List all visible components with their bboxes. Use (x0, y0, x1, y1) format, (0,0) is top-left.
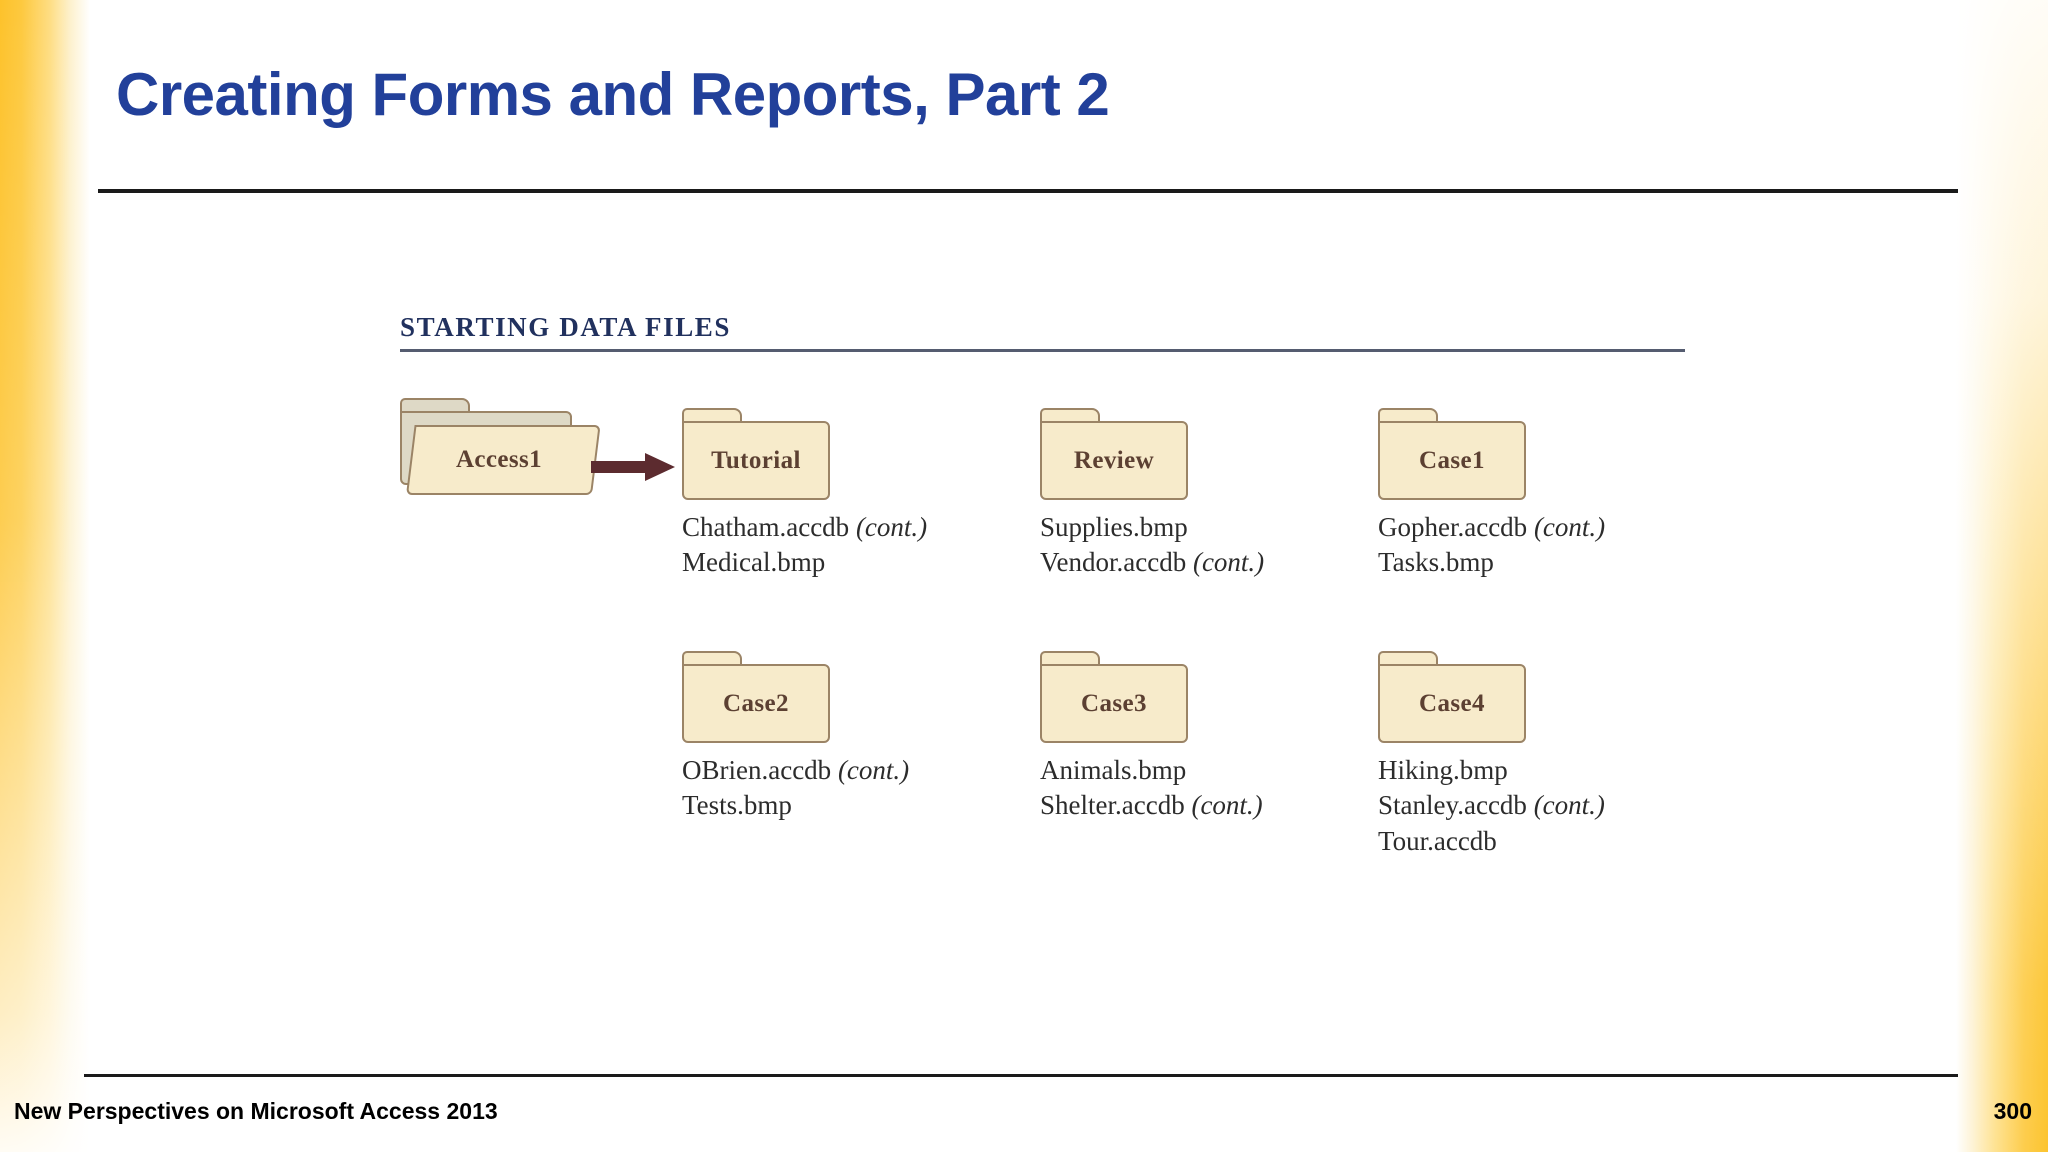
file-name: OBrien.accdb (682, 755, 832, 785)
file-list: Chatham.accdb (cont.) Medical.bmp (682, 510, 927, 581)
file-name: Animals.bmp (1040, 755, 1187, 785)
folder-tab-icon (1378, 651, 1438, 667)
folder-tab-icon (682, 408, 742, 424)
list-item: Tour.accdb (1378, 824, 1605, 859)
file-list: OBrien.accdb (cont.) Tests.bmp (682, 753, 909, 824)
list-item: OBrien.accdb (cont.) (682, 753, 909, 788)
page-title: Creating Forms and Reports, Part 2 (116, 61, 1110, 128)
file-name: Shelter.accdb (1040, 790, 1185, 821)
folder-label: Case1 (1419, 446, 1485, 474)
folder-body-icon (1040, 664, 1188, 743)
folder-label: Tutorial (711, 446, 801, 474)
list-item: Tests.bmp (682, 788, 909, 823)
list-item: Chatham.accdb (cont.) (682, 510, 927, 545)
folder-case3[interactable]: Case3 (1040, 651, 1188, 743)
folder-cell-case1: Case1 Gopher.accdb (cont.) Tasks.bmp (1378, 408, 1605, 581)
file-name: Chatham.accdb (682, 512, 850, 542)
folder-case1[interactable]: Case1 (1378, 408, 1526, 500)
folder-tab-icon (1040, 408, 1100, 424)
page-number: 300 (1993, 1098, 2032, 1124)
folder-label: Case4 (1419, 689, 1485, 717)
folder-label: Access1 (455, 446, 543, 473)
file-list: Animals.bmp Shelter.accdb (cont.) (1040, 753, 1263, 824)
folder-back-tab-icon (400, 398, 470, 414)
file-note: (cont.) (855, 512, 928, 542)
list-item: Shelter.accdb (cont.) (1040, 788, 1263, 823)
list-item: Vendor.accdb (cont.) (1040, 545, 1264, 580)
folder-label: Case3 (1081, 689, 1147, 717)
file-name: Gopher.accdb (1378, 512, 1528, 542)
folder-body-icon (1040, 421, 1188, 500)
file-name: Tests.bmp (682, 790, 792, 821)
file-note: (cont.) (1191, 790, 1263, 821)
list-item: Stanley.accdb (cont.) (1378, 788, 1605, 823)
file-name: Tasks.bmp (1378, 547, 1494, 578)
list-item: Tasks.bmp (1378, 545, 1605, 580)
folder-cell-case2: Case2 OBrien.accdb (cont.) Tests.bmp (682, 651, 909, 824)
folder-cell-case4: Case4 Hiking.bmp Stanley.accdb (cont.) T… (1378, 651, 1605, 859)
file-list: Gopher.accdb (cont.) Tasks.bmp (1378, 510, 1605, 581)
file-list: Supplies.bmp Vendor.accdb (cont.) (1040, 510, 1264, 581)
list-item: Supplies.bmp (1040, 510, 1264, 545)
folder-tab-icon (1378, 408, 1438, 424)
list-item: Hiking.bmp (1378, 753, 1605, 788)
folder-tab-icon (1040, 651, 1100, 667)
file-note: (cont.) (1533, 790, 1605, 821)
arrow-shaft (591, 461, 649, 473)
file-note: (cont.) (837, 755, 910, 785)
folder-label: Review (1073, 446, 1155, 474)
folder-label: Case2 (723, 689, 789, 717)
folder-body-icon (682, 664, 830, 743)
list-item: Animals.bmp (1040, 753, 1263, 788)
folder-body-icon (682, 421, 830, 500)
folder-body-icon (1378, 664, 1526, 743)
arrow-head (645, 453, 675, 481)
file-list: Hiking.bmp Stanley.accdb (cont.) Tour.ac… (1378, 753, 1605, 859)
file-name: Vendor.accdb (1040, 547, 1187, 578)
folder-review[interactable]: Review (1040, 408, 1188, 500)
file-note: (cont.) (1192, 547, 1265, 578)
folder-tutorial[interactable]: Tutorial (682, 408, 830, 500)
file-name: Tour.accdb (1378, 825, 1497, 856)
folder-cell-tutorial: Tutorial Chatham.accdb (cont.) Medical.b… (682, 408, 927, 581)
footer-divider (84, 1074, 1958, 1077)
file-name: Supplies.bmp (1040, 512, 1188, 542)
list-item: Gopher.accdb (cont.) (1378, 510, 1605, 545)
file-name: Stanley.accdb (1378, 790, 1527, 821)
folder-cell-review: Review Supplies.bmp Vendor.accdb (cont.) (1040, 408, 1264, 581)
folder-case4[interactable]: Case4 (1378, 651, 1526, 743)
folder-tab-icon (682, 651, 742, 667)
section-divider (400, 349, 1685, 352)
folder-cell-case3: Case3 Animals.bmp Shelter.accdb (cont.) (1040, 651, 1263, 824)
file-name: Medical.bmp (682, 547, 826, 578)
file-note: (cont.) (1533, 512, 1606, 542)
folder-body-icon (1378, 421, 1526, 500)
section-heading: STARTING DATA FILES (400, 312, 732, 342)
title-divider (98, 189, 1958, 193)
file-name: Hiking.bmp (1378, 755, 1508, 785)
folder-case2[interactable]: Case2 (682, 651, 830, 743)
arrow-right-icon (591, 453, 675, 481)
list-item: Medical.bmp (682, 545, 927, 580)
source-folder-cell: Access1 (398, 398, 675, 498)
footer-text: New Perspectives on Microsoft Access 201… (14, 1098, 498, 1124)
folder-access1[interactable]: Access1 (398, 398, 675, 498)
